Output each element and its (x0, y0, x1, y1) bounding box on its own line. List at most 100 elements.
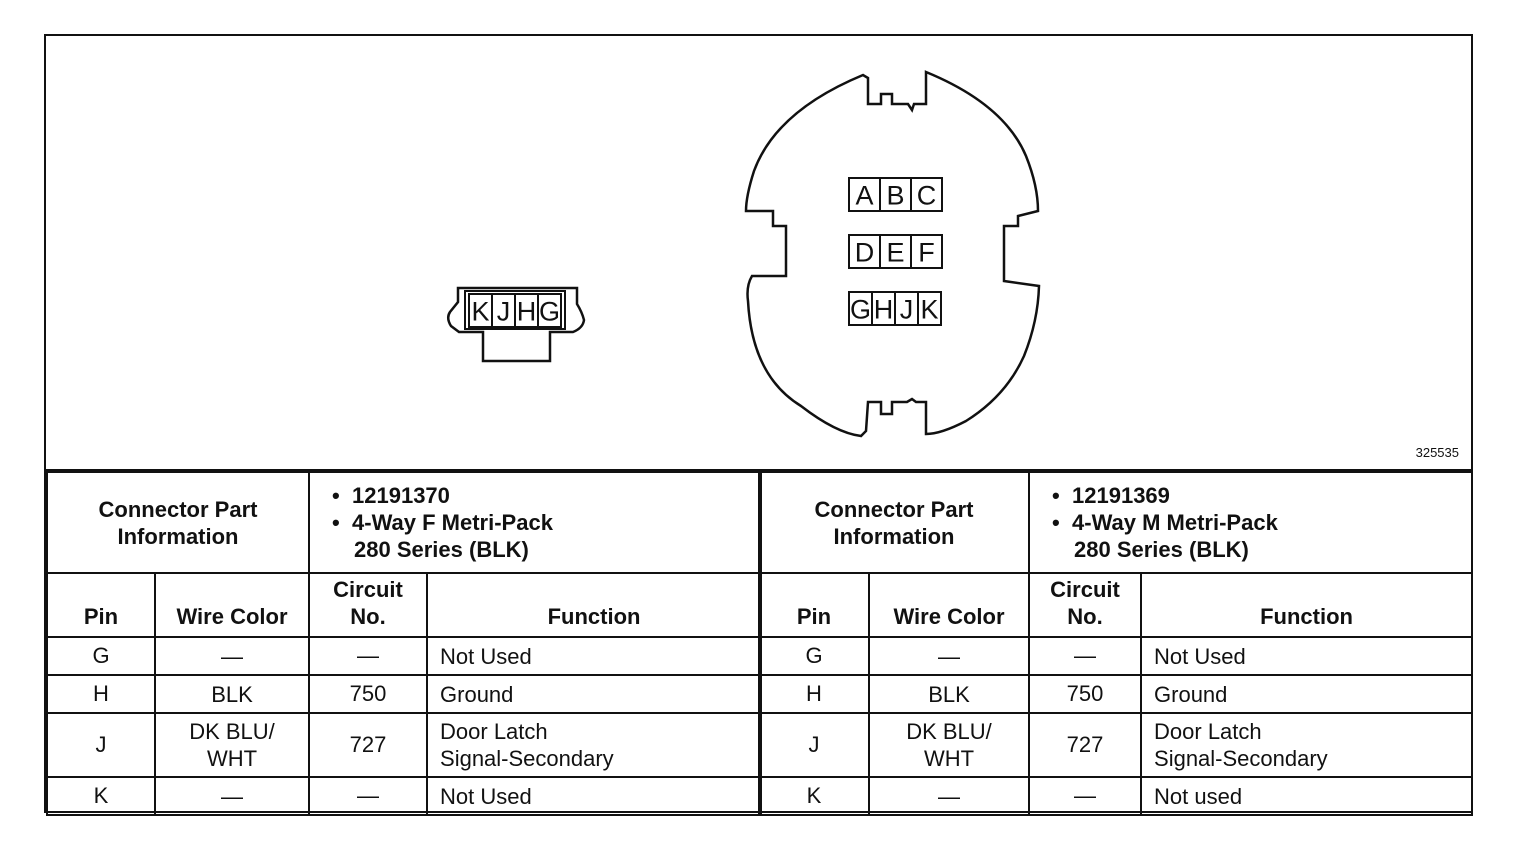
small-cavity-label-k: K (471, 297, 489, 327)
circuit-cell: 750 (1028, 674, 1143, 714)
function-line-1: Not Used (440, 643, 532, 669)
pin-cell: J (758, 712, 870, 778)
function-line-1: Not used (1154, 783, 1243, 809)
wire-color-header: Wire Color (867, 572, 1031, 638)
large-cavity-f (910, 234, 943, 269)
wire-color-line-1: BLK (211, 681, 253, 707)
male-connector-table: Connector Part Information 12191369 4-Wa… (757, 471, 1474, 816)
circuit-cell: 727 (308, 712, 429, 778)
wire-color-line-1: DK BLU/ (189, 719, 275, 744)
function-line-1: Door Latch (440, 719, 548, 744)
pin-cell: G (758, 636, 870, 676)
part-info-label: Connector Part Information (45, 471, 311, 574)
wire-color-line-2: WHT (923, 746, 975, 771)
pin-cell: H (46, 674, 156, 714)
large-connector-body (744, 70, 1041, 438)
part-info-label: Connector Part Information (757, 471, 1031, 574)
pin-row-h: H BLK 750 Ground (758, 674, 1474, 714)
small-cavity-label-j: J (497, 297, 511, 327)
figure-number: 325535 (1415, 445, 1459, 460)
circuit-header-line-2: No. (350, 604, 386, 629)
pin-header: Pin (758, 572, 870, 638)
function-cell: Not Used (426, 776, 763, 816)
function-header: Function (1140, 572, 1474, 638)
pin-row-g: G——Not Used (46, 636, 763, 676)
wire-color-line-1: BLK (928, 681, 970, 707)
part-info-spec: 12191370 4-Way F Metri-Pack 280 Series (… (308, 471, 763, 574)
pin-cell: K (46, 776, 156, 816)
part-info-row: Connector Part Information 12191370 4-Wa… (45, 471, 763, 574)
function-cell: Ground (1140, 674, 1474, 714)
large-cavity-label-k: K (920, 295, 938, 325)
function-line-1: Door Latch (1154, 719, 1262, 744)
pin-row-k: K — — Not used (758, 776, 1474, 816)
small-cavity-label-h: H (517, 297, 537, 327)
wire-color-cell: BLK (153, 674, 311, 714)
function-header: Function (426, 572, 763, 638)
pin-cell: K (758, 776, 870, 816)
circuit-cell: 727 (1028, 712, 1143, 778)
small-cavity-g (537, 293, 562, 328)
part-info-label-line-1: Connector Part (98, 496, 258, 522)
function-cell: Not Used (1140, 636, 1474, 676)
female-connector-table: Connector Part Information 12191370 4-Wa… (45, 471, 763, 816)
part-info-label-line-1: Connector Part (814, 496, 974, 522)
large-cavity-label-c: C (917, 181, 937, 211)
small-connector (447, 286, 586, 363)
part-info-row: Connector Part Information 12191369 4-Wa… (757, 471, 1474, 574)
pin-cell: J (46, 712, 156, 778)
circuit-header-line-2: No. (1067, 604, 1103, 629)
circuit-header-line-1: Circuit (1050, 577, 1120, 602)
wire-color-line-1: — (938, 783, 960, 809)
circuit-header: Circuit No. (308, 572, 429, 638)
large-cavity-label-g: G (850, 295, 871, 325)
wire-color-cell: BLK (867, 674, 1031, 714)
large-cavity-label-f: F (918, 238, 935, 268)
large-cavity-label-h: H (874, 295, 894, 325)
wire-color-line-1: — (938, 643, 960, 669)
small-cavity-label-g: G (539, 297, 560, 327)
pin-row-k: K——Not Used (46, 776, 763, 816)
circuit-header-line-1: Circuit (333, 577, 403, 602)
circuit-cell: — (1028, 776, 1143, 816)
wire-color-cell: — (153, 636, 311, 676)
circuit-header: Circuit No. (1028, 572, 1143, 638)
wire-color-cell: — (867, 776, 1031, 816)
wire-color-cell: DK BLU/WHT (867, 712, 1031, 778)
header-row: Pin Wire Color Circuit No. Function (46, 572, 763, 638)
part-info-label-line-2: Information (833, 523, 955, 549)
pin-cell: G (46, 636, 156, 676)
large-connector (744, 70, 1041, 438)
function-line-1: Not Used (440, 783, 532, 809)
part-info-label-line-2: Information (117, 523, 239, 549)
pin-cell: H (758, 674, 870, 714)
function-line-1: Ground (1154, 681, 1228, 707)
pin-header: Pin (46, 572, 156, 638)
wire-color-cell: DK BLU/WHT (153, 712, 311, 778)
connector-series: 280 Series (BLK) (354, 537, 529, 562)
connector-description: 4-Way M Metri-Pack (1072, 509, 1471, 536)
connector-tables: Connector Part Information 12191370 4-Wa… (45, 469, 1474, 816)
pin-row-g: G——Not Used (758, 636, 1474, 676)
wire-color-line-2: WHT (206, 746, 258, 771)
small-connector-cavity-frame (464, 290, 566, 330)
function-cell: Not used (1140, 776, 1474, 816)
part-number: 12191370 (352, 482, 760, 509)
function-line-2: Signal-Secondary (440, 746, 614, 771)
large-cavity-label-a: A (855, 181, 873, 211)
wire-color-cell: — (153, 776, 311, 816)
connector-series: 280 Series (BLK) (1074, 537, 1249, 562)
small-connector-body (447, 286, 586, 363)
wire-color-line-1: — (221, 783, 243, 809)
